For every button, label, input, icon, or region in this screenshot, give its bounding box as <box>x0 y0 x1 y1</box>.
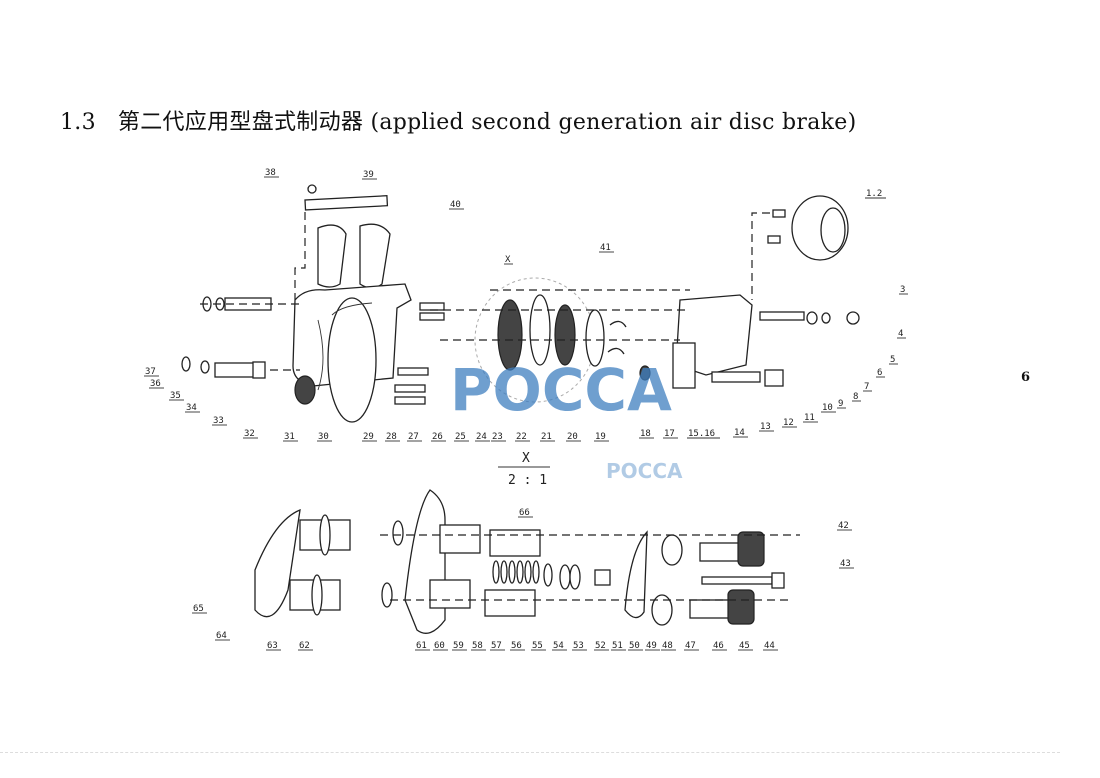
part-label-57: 57 <box>491 641 502 651</box>
brake-pad <box>317 224 347 288</box>
guide-sleeve <box>294 375 316 405</box>
part-label-32: 32 <box>244 429 255 439</box>
part-label-6: 6 <box>877 368 882 378</box>
part-label-45: 45 <box>739 641 750 651</box>
part-label-53: 53 <box>573 641 584 651</box>
adjuster-gear <box>727 589 755 625</box>
part-label-18: 18 <box>640 429 651 439</box>
part-label-11: 11 <box>804 413 815 423</box>
part-label-34: 34 <box>186 403 197 413</box>
part-label-49: 49 <box>646 641 657 651</box>
watermark-small: POCCA <box>606 459 683 483</box>
part-label-65: 65 <box>193 604 204 614</box>
part-label-37: 37 <box>145 367 156 377</box>
part-label-4: 4 <box>898 329 903 339</box>
part-label-46: 46 <box>713 641 724 651</box>
part-label-44: 44 <box>764 641 775 651</box>
brake-pad <box>359 223 391 289</box>
bolt-head <box>307 184 317 194</box>
part-label-66: 66 <box>519 508 530 518</box>
part-label-36: 36 <box>150 379 161 389</box>
part-label-5: 5 <box>890 355 895 365</box>
part-label-14: 14 <box>734 428 745 438</box>
part-label-30: 30 <box>318 432 329 442</box>
part-label-29: 29 <box>363 432 374 442</box>
gear-plate <box>624 530 648 619</box>
part-label-62: 62 <box>299 641 310 651</box>
part-label-52: 52 <box>595 641 606 651</box>
part-label-8: 8 <box>853 392 858 402</box>
part-label-33: 33 <box>213 416 224 426</box>
part-label-X: X <box>505 255 511 265</box>
part-label-48: 48 <box>662 641 673 651</box>
part-label-64: 64 <box>216 631 227 641</box>
brake-disc <box>327 297 377 423</box>
part-label-47: 47 <box>685 641 696 651</box>
part-label-7: 7 <box>864 382 869 392</box>
part-label-26: 26 <box>432 432 443 442</box>
part-label-9: 9 <box>838 399 843 409</box>
part-label-51: 51 <box>612 641 623 651</box>
top-assembly <box>181 184 860 423</box>
part-label-40: 40 <box>450 200 461 210</box>
part-label-56: 56 <box>511 641 522 651</box>
part-label-13: 13 <box>760 422 771 432</box>
page-number: 6 <box>1021 370 1031 385</box>
part-label-43: 43 <box>840 559 851 569</box>
guide-pin <box>214 362 256 378</box>
part-label-1-2: 1.2 <box>866 189 882 199</box>
part-label-22: 22 <box>516 432 527 442</box>
part-label-19: 19 <box>595 432 606 442</box>
part-label-28: 28 <box>386 432 397 442</box>
part-label-58: 58 <box>472 641 483 651</box>
part-label-38: 38 <box>265 168 276 178</box>
part-label-10: 10 <box>822 403 833 413</box>
part-label-63: 63 <box>267 641 278 651</box>
springs <box>492 560 581 590</box>
support-plate <box>254 508 301 618</box>
part-label-20: 20 <box>567 432 578 442</box>
part-label-35: 35 <box>170 391 181 401</box>
detail-view-label: X <box>522 451 530 466</box>
retaining-plate <box>304 195 389 211</box>
title-text: 第二代应用型盘式制动器 (applied second generation a… <box>117 110 857 135</box>
part-label-31: 31 <box>284 432 295 442</box>
part-label-15-16: 15.16 <box>688 429 715 439</box>
part-label-50: 50 <box>629 641 640 651</box>
part-label-3: 3 <box>900 285 905 295</box>
part-label-61: 61 <box>416 641 427 651</box>
part-label-23: 23 <box>492 432 503 442</box>
part-label-59: 59 <box>453 641 464 651</box>
part-label-12: 12 <box>783 418 794 428</box>
part-label-42: 42 <box>838 521 849 531</box>
part-label-54: 54 <box>553 641 564 651</box>
part-label-55: 55 <box>532 641 543 651</box>
page-edge <box>0 752 1060 753</box>
cover-plate <box>672 342 696 389</box>
detail-scale: 2 : 1 <box>508 473 547 488</box>
page-title: 1.3 第二代应用型盘式制动器 (applied second generatio… <box>60 104 856 136</box>
part-label-25: 25 <box>455 432 466 442</box>
bridge-plate <box>404 489 446 634</box>
part-label-41: 41 <box>600 243 611 253</box>
watermark: POCCA <box>450 356 672 424</box>
part-label-21: 21 <box>541 432 552 442</box>
adjuster-gear <box>737 531 765 567</box>
section-number: 1.3 <box>60 110 96 135</box>
part-label-24: 24 <box>476 432 487 442</box>
part-label-27: 27 <box>408 432 419 442</box>
part-label-60: 60 <box>434 641 445 651</box>
part-label-39: 39 <box>363 170 374 180</box>
detail-x-assembly <box>254 489 800 634</box>
part-label-17: 17 <box>664 429 675 439</box>
